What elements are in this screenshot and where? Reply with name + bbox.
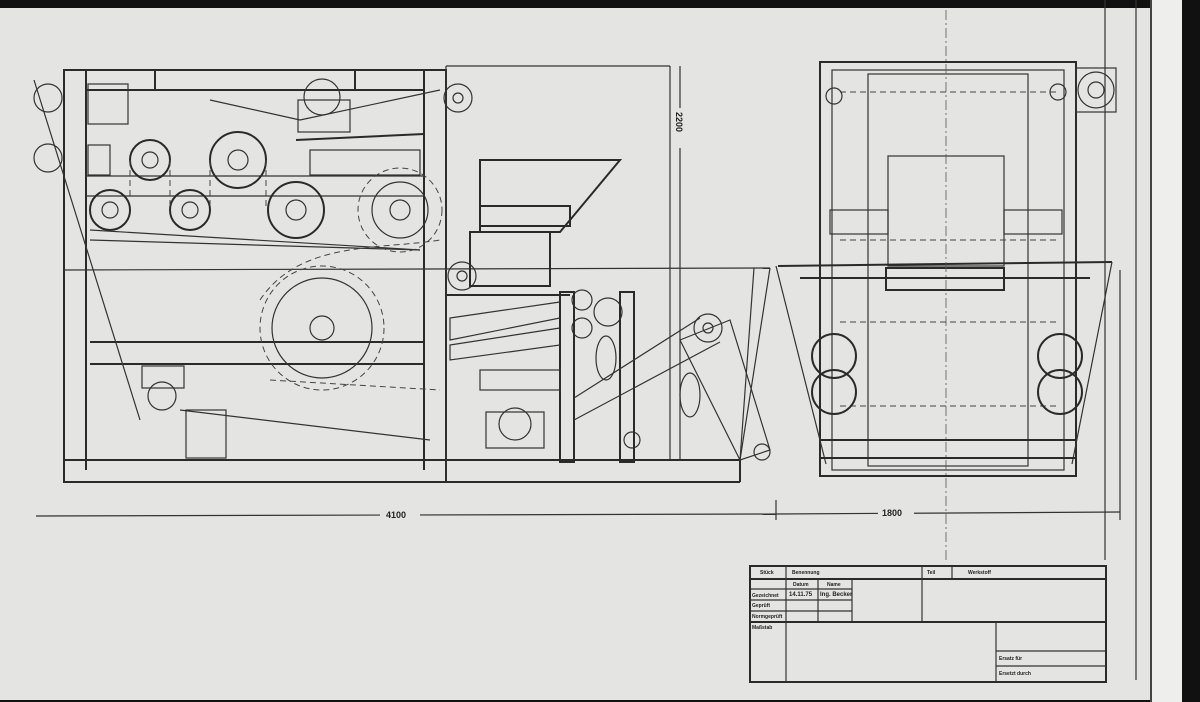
side-view [33,65,771,483]
label-ersetzt-durch: Ersetzt durch [999,671,1031,677]
sheet-edge [1150,0,1182,702]
label-name: Name [827,582,841,588]
dimension-height: 2200 [674,112,684,132]
label-ersatz-fuer: Ersatz für [999,656,1023,662]
dimension-lines [35,0,1137,680]
label-geprueft: Geprüft [752,603,771,609]
label-stueck: Stück [760,570,774,576]
hopper [185,159,771,463]
front-view [775,10,1117,560]
label-datum: Datum [793,582,809,588]
dimension-width: 1800 [882,508,902,518]
drawing-sheet [0,8,1168,700]
label-werkstoff: Werkstoff [968,570,991,576]
label-gezeichnet: Gezeichnet [752,593,779,599]
label-benennung: Benennung [792,570,820,576]
label-teil: Teil [927,570,936,576]
label-massstab: Maßstab [752,625,773,631]
title-block-frame [749,565,1107,683]
label-normgeprueft: Normgeprüft [752,614,783,620]
gezeichnet-name: Ing. Becker [820,592,853,598]
dimension-length: 4100 [386,510,406,520]
gezeichnet-datum: 14.11.75 [789,592,813,598]
